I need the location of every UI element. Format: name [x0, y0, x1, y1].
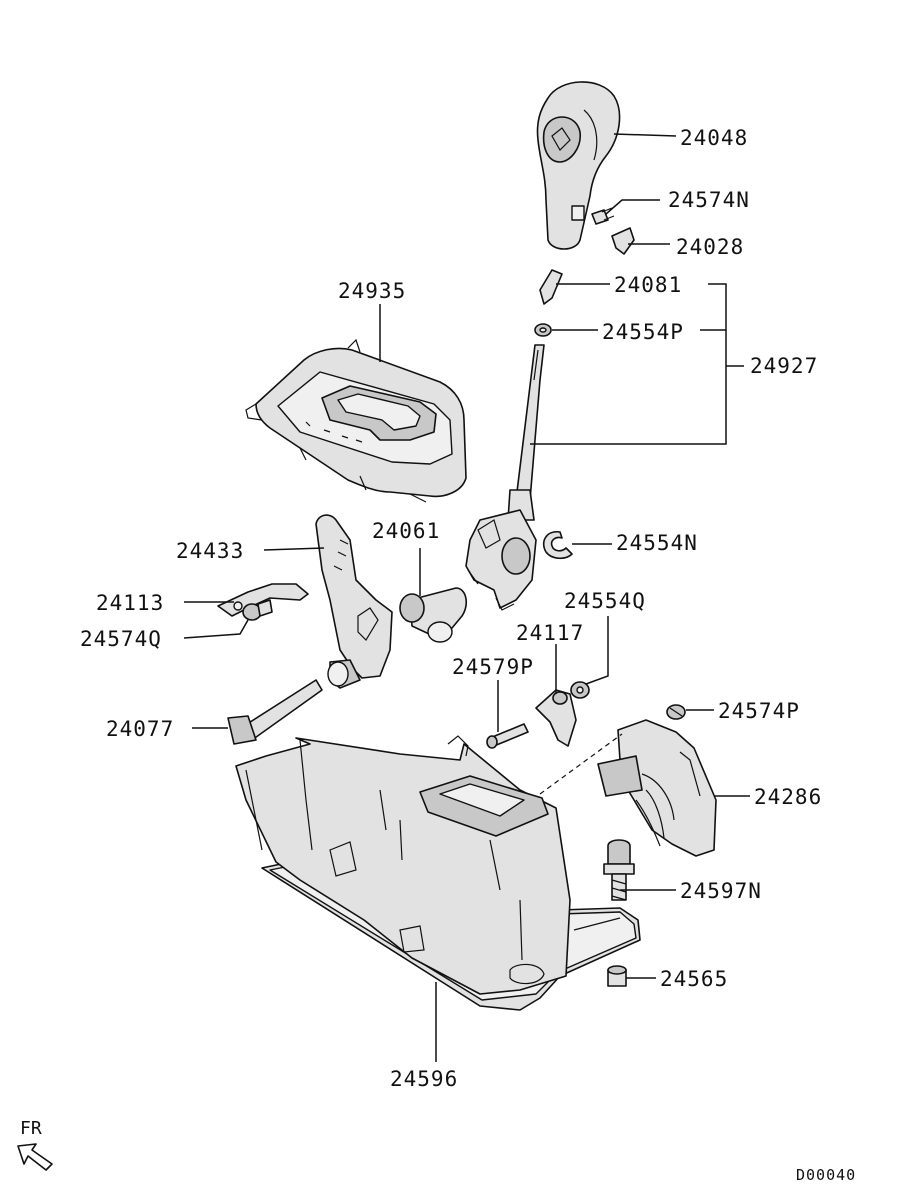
callout-24117: 24117 [516, 621, 584, 645]
knob-screw [591, 207, 615, 225]
mount-bolt [603, 839, 635, 901]
button-pin [539, 269, 563, 305]
base-housing [235, 735, 641, 1011]
callout-24028: 24028 [676, 235, 744, 259]
callout-24286: 24286 [754, 785, 822, 809]
switch-harness [539, 719, 717, 857]
detent-screw [242, 599, 273, 621]
bolt-collar [607, 965, 627, 987]
cam-pin [486, 723, 529, 749]
detent-plate [315, 514, 393, 689]
front-direction-indicator: FR [17, 1118, 53, 1171]
callout-24081: 24081 [614, 273, 682, 297]
detent-bracket [217, 583, 309, 617]
callout-24597n: 24597N [680, 879, 762, 903]
pivot-bushing [399, 587, 468, 643]
callout-labels: 24048 24574N 24028 24081 24554P 24927 24… [80, 126, 822, 1091]
callout-24574p: 24574P [718, 699, 800, 723]
shift-lever-assembly [465, 344, 545, 611]
front-arrow-icon [17, 1143, 53, 1171]
lock-cam [535, 689, 577, 747]
switch-screw [666, 704, 686, 720]
snap-ring [534, 323, 552, 337]
pivot-shaft [227, 679, 323, 745]
front-label: FR [20, 1118, 42, 1139]
leader-lines [183, 133, 750, 1062]
callout-24565: 24565 [660, 967, 728, 991]
callout-24927: 24927 [750, 354, 818, 378]
callout-24061: 24061 [372, 519, 440, 543]
callout-24554p: 24554P [602, 320, 684, 344]
shift-knob [536, 81, 621, 250]
callout-24554q: 24554Q [564, 589, 646, 613]
knob-clip [611, 227, 635, 255]
callout-24077: 24077 [106, 717, 174, 741]
bracket-washer [570, 681, 590, 699]
lever-clip [542, 531, 573, 560]
callout-24935: 24935 [338, 279, 406, 303]
callout-24574n: 24574N [668, 188, 750, 212]
callout-24579p: 24579P [452, 655, 534, 679]
callout-24433: 24433 [176, 539, 244, 563]
callout-24596: 24596 [390, 1067, 458, 1091]
indicator-panel [245, 338, 467, 503]
callout-24574q: 24574Q [80, 627, 162, 651]
diagram-code: D00040 [796, 1166, 856, 1184]
callout-24048: 24048 [680, 126, 748, 150]
callout-24554n: 24554N [616, 531, 698, 555]
callout-24113: 24113 [96, 591, 164, 615]
